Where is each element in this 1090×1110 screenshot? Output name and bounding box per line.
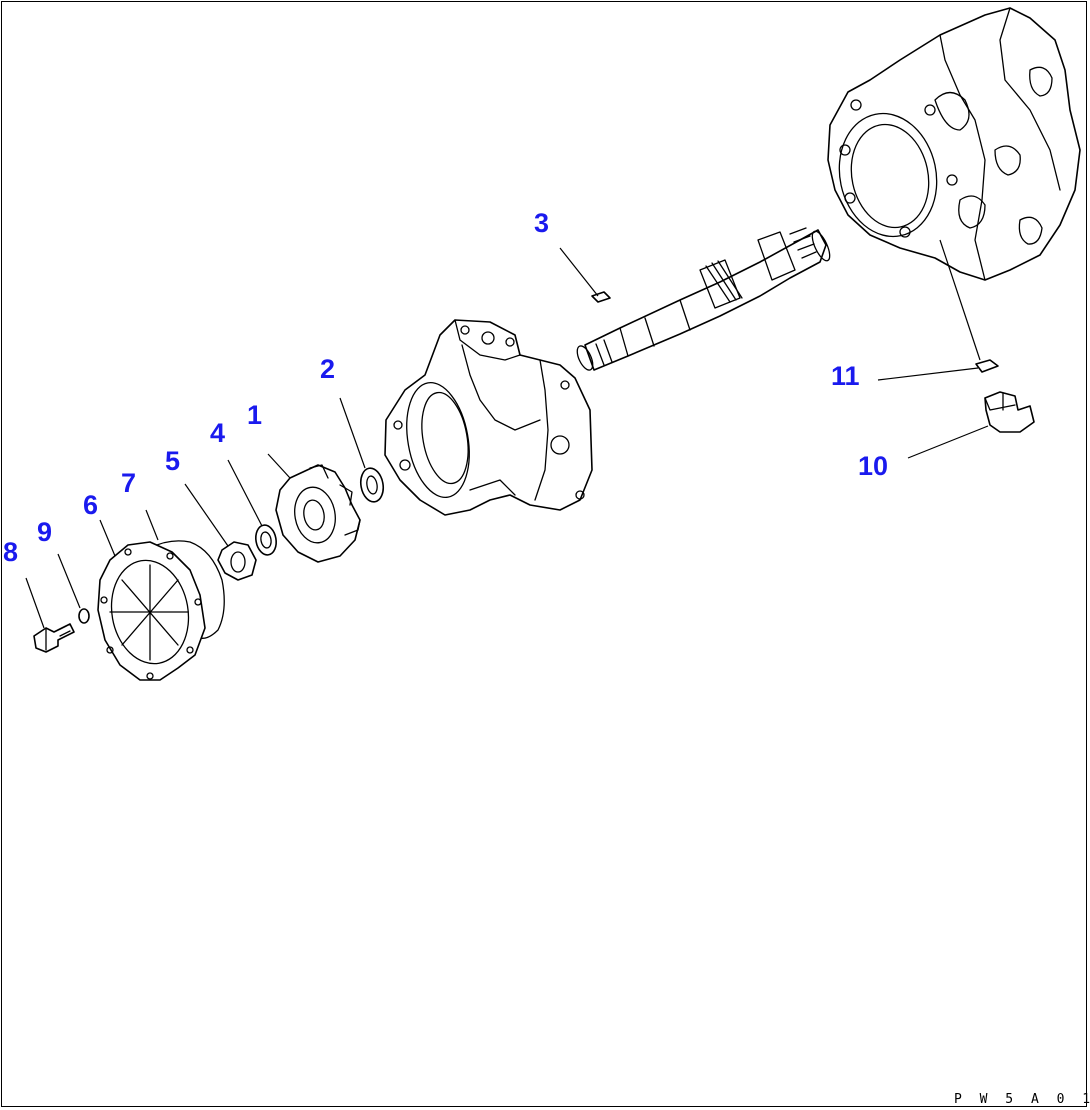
drain-plug — [984, 391, 1035, 433]
washer — [255, 524, 277, 556]
leader-3 — [559, 247, 599, 297]
callout-7: 7 — [121, 468, 136, 498]
gear-housing — [384, 319, 593, 516]
coupling-flange — [275, 464, 361, 563]
seal-ring — [359, 467, 385, 503]
leader-6 — [99, 519, 116, 557]
breather-pin — [975, 359, 999, 373]
callout-11: 11 — [831, 361, 860, 391]
leader-8 — [25, 577, 45, 629]
leader-1 — [267, 453, 291, 479]
callout-5: 5 — [165, 446, 180, 476]
drawing-code: P W 5 A 0 1 1 — [954, 1092, 1090, 1107]
callout-8: 8 — [3, 537, 18, 567]
spring-washer — [78, 608, 90, 624]
callout-4: 4 — [210, 418, 225, 448]
callout-1: 1 — [247, 400, 262, 430]
leader-5 — [184, 483, 229, 547]
leader-10 — [907, 425, 989, 459]
leader-4 — [227, 459, 263, 527]
leader-7 — [145, 509, 159, 541]
leader-2 — [339, 397, 366, 469]
transmission-case — [827, 7, 1081, 281]
leader-11 — [877, 367, 979, 381]
callout-9: 9 — [37, 517, 52, 547]
leader-11b — [939, 239, 981, 361]
o-ring — [149, 540, 225, 639]
callout-3: 3 — [534, 208, 549, 238]
bolt — [33, 623, 75, 653]
woodruff-key — [591, 291, 611, 303]
leader-9 — [57, 553, 81, 609]
callout-labels: 1 2 3 4 5 6 7 8 9 10 11 — [3, 208, 888, 567]
callout-2: 2 — [320, 354, 335, 384]
lock-nut — [217, 541, 257, 581]
callout-10: 10 — [858, 451, 888, 481]
end-cover — [97, 541, 206, 681]
leader-lines — [25, 239, 989, 629]
output-shaft — [576, 227, 831, 371]
callout-6: 6 — [83, 490, 98, 520]
